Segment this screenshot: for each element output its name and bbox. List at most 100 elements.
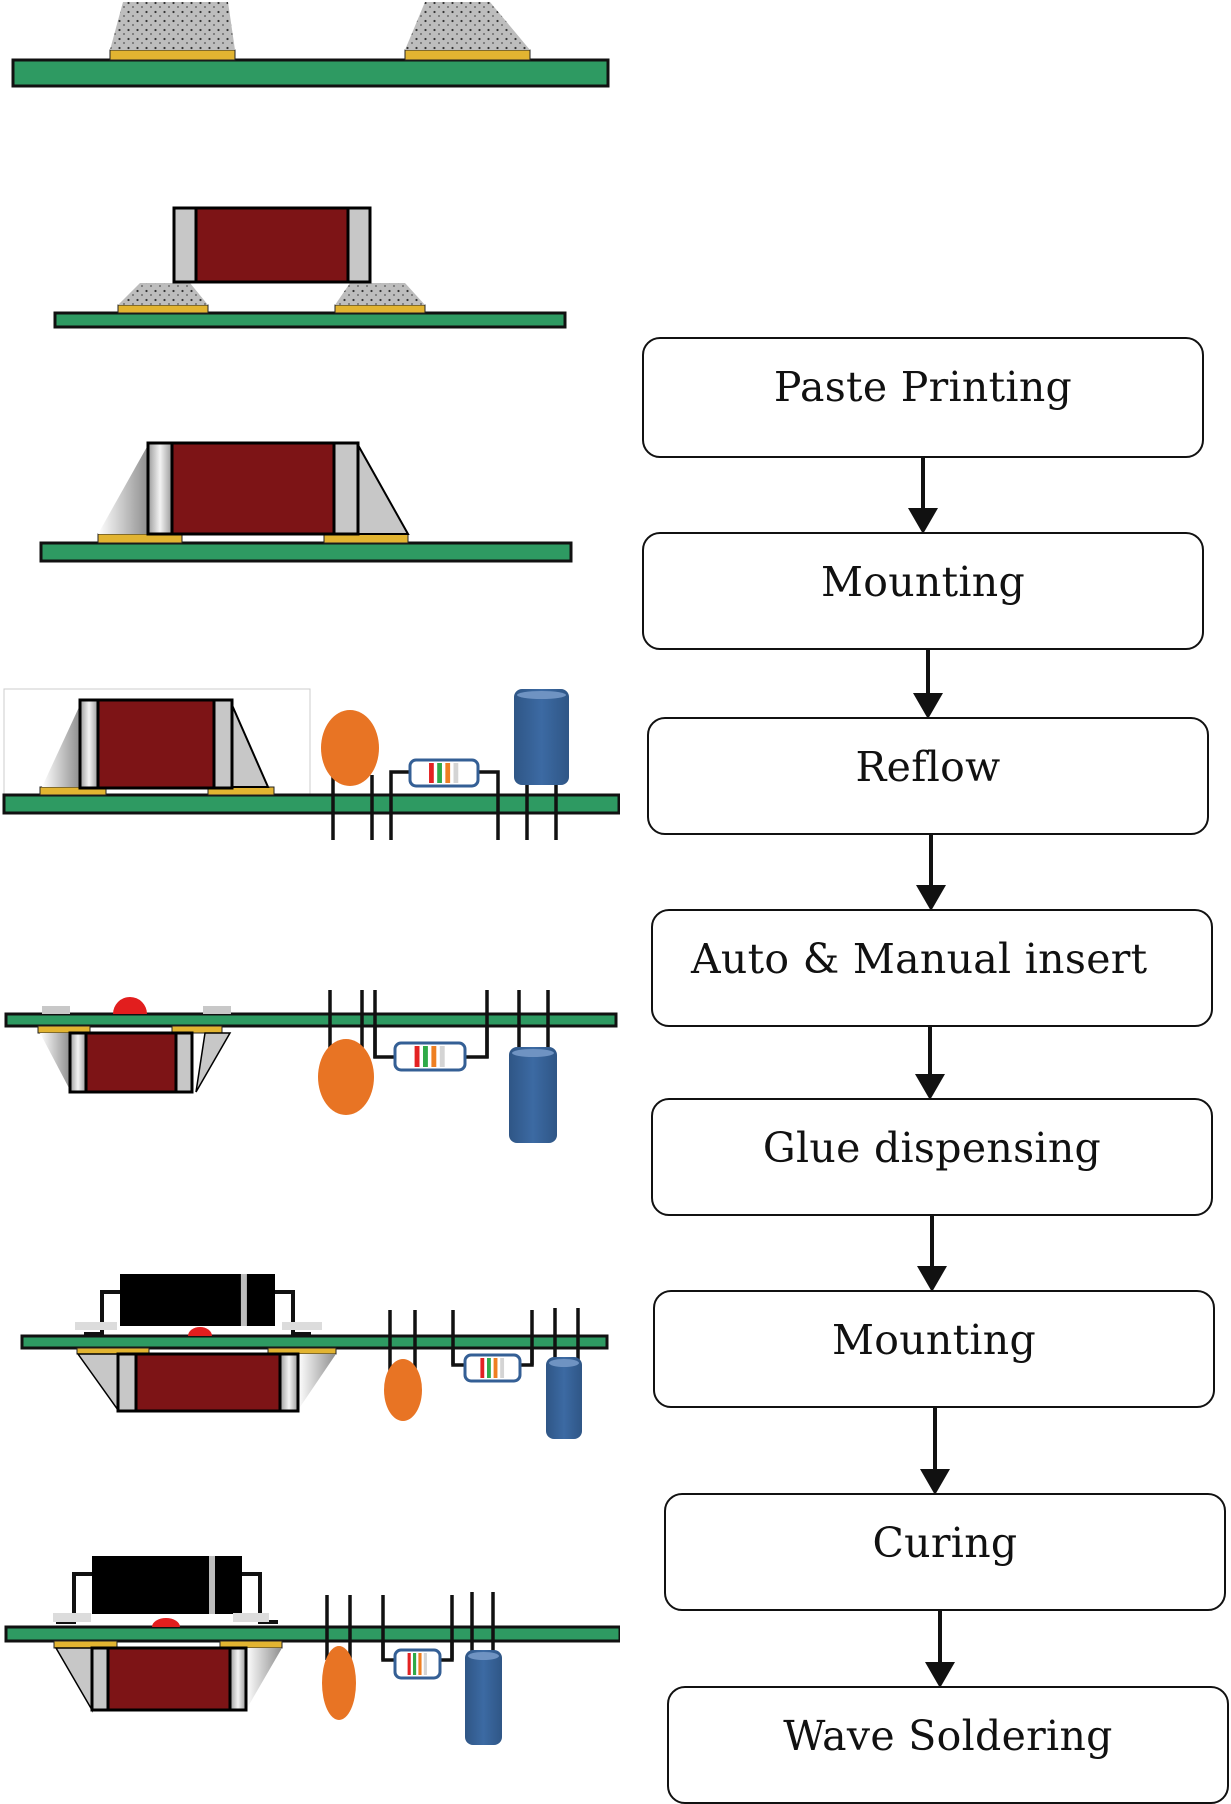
step-box-1: Paste Printing [642, 337, 1204, 458]
chip-terminal [174, 1031, 194, 1094]
chip-terminal [278, 1352, 300, 1413]
capacitor-top [468, 1652, 499, 1660]
step-label: Paste Printing [773, 363, 1073, 411]
illustration-mounting [53, 206, 567, 329]
solder-paste [118, 283, 208, 305]
step-box-4: Auto & Manual insert [651, 909, 1213, 1027]
component-lead [381, 1641, 395, 1662]
resistor-band [437, 763, 442, 783]
ic-package [56, 1556, 278, 1624]
pcb-board [4, 1625, 620, 1643]
pcb-board [20, 1334, 609, 1350]
flow-arrow-icon [916, 833, 946, 911]
pcb-board [11, 58, 610, 88]
pcb-illustrations [2, 2, 620, 1745]
step-label: Mounting [831, 1316, 1037, 1364]
ic-body [92, 1556, 242, 1614]
glue-dot [113, 997, 147, 1014]
resistor-body [393, 1041, 467, 1072]
resistor-body [463, 1353, 522, 1383]
resistor-band [414, 1046, 420, 1067]
electrolytic-capacitor [546, 1357, 582, 1439]
pcb-board [53, 311, 567, 329]
electrolytic-capacitor [509, 1047, 557, 1143]
capacitor-top [517, 691, 566, 699]
copper-pad [171, 1025, 223, 1034]
capacitor-top [549, 1359, 579, 1367]
chip-terminal [68, 1031, 88, 1094]
resistor-band [439, 1046, 445, 1067]
component-lead [389, 770, 412, 795]
illustration-insert [2, 688, 620, 840]
capacitor-body [514, 689, 569, 785]
step-box-2: Mounting [642, 532, 1204, 650]
smd-chip [116, 1352, 300, 1413]
solder-joint [53, 1613, 91, 1622]
solder-joint [282, 1322, 322, 1330]
ceramic-capacitor [321, 710, 379, 786]
component-lead [465, 1026, 489, 1059]
solder-paste [335, 283, 425, 305]
ceramic-capacitor [322, 1646, 356, 1720]
resistor-band [423, 1046, 428, 1067]
copper-pad [109, 49, 236, 61]
resistor-band [480, 1358, 485, 1378]
resistor-band [423, 1653, 427, 1675]
glue-dot [152, 1618, 180, 1627]
ceramic-capacitor [384, 1359, 422, 1421]
illustration-paste-printing [11, 2, 610, 88]
illustration-mounting-bottom [20, 1274, 609, 1439]
solder-fillet [246, 1648, 282, 1710]
component-lead [373, 1026, 398, 1059]
resistor [408, 758, 480, 788]
capacitor-body [546, 1357, 582, 1439]
copper-pad [334, 304, 426, 314]
resistor-band [500, 1358, 505, 1378]
solder-fillet [357, 441, 410, 535]
ic-mark [240, 1274, 247, 1326]
step-box-7: Curing [664, 1493, 1226, 1611]
pcb-board [39, 541, 573, 563]
ic-mark [209, 1556, 215, 1614]
flow-arrow-icon [920, 1406, 950, 1495]
pcb-board [2, 793, 620, 815]
electrolytic-capacitor [465, 1650, 502, 1745]
chip-body [78, 698, 234, 790]
chip-terminal [172, 206, 198, 284]
flow-arrow-icon [925, 1609, 955, 1688]
ic-body [120, 1274, 275, 1326]
flow-arrow-icon [917, 1214, 947, 1292]
solder-fillet [76, 1353, 119, 1413]
chip-terminal [116, 1352, 138, 1413]
capacitor-top [512, 1049, 554, 1057]
resistor-band [431, 1046, 437, 1067]
resistor-band [453, 763, 459, 783]
resistor [393, 1041, 467, 1072]
pcb-board [4, 1012, 618, 1028]
flow-arrow-icon [908, 456, 938, 534]
chip-terminal [346, 206, 372, 284]
copper-pad [404, 49, 531, 61]
resistor-band [418, 1653, 422, 1675]
smd-chip [172, 206, 372, 284]
ic-lead [275, 1290, 311, 1336]
smd-chip [90, 1646, 248, 1712]
resistor-band [407, 1653, 411, 1675]
smd-chip [146, 441, 360, 536]
solder-joint [42, 1006, 70, 1014]
solder-fillet [42, 705, 80, 787]
component-lead [520, 1348, 534, 1367]
chip-terminal [90, 1646, 110, 1712]
step-box-3: Reflow [647, 717, 1209, 835]
flow-arrow-icon [915, 1025, 945, 1100]
ic-package [84, 1274, 311, 1336]
chip-body [90, 1646, 248, 1712]
resistor [463, 1353, 522, 1383]
resistor-band [493, 1358, 498, 1378]
chip-terminal [332, 441, 360, 536]
illustration-curing [4, 1556, 620, 1745]
resistor-band [413, 1653, 417, 1675]
component-lead [440, 1641, 454, 1662]
illustration-glue-dispensing [4, 990, 618, 1143]
